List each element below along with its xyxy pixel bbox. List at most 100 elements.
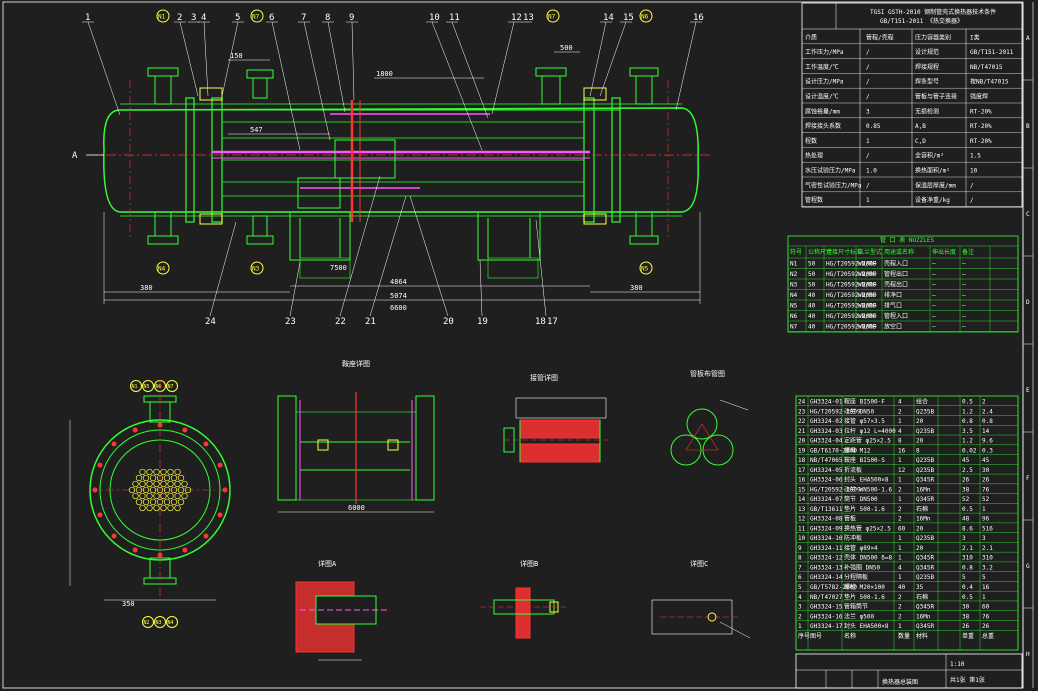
tube-hole [149,486,157,494]
detail-title: 鞍座详图 [342,359,370,368]
nozzle-table-cell: N7 [790,324,798,331]
parts-list-cell: 76 [982,486,990,493]
title-block-key: 焊接规程 [915,63,939,71]
parts-list-cell: 26 [982,477,990,484]
bolt-hole [111,533,117,539]
parts-list-cell: 2 [982,399,986,406]
parts-list-cell: 19 [798,447,806,454]
parts-list-cell: 组合 [916,398,928,406]
title-block-value: / [866,153,870,160]
parts-list-cell: 7 [798,564,802,571]
parts-list-cell: 1 [982,594,986,601]
parts-list-cell: GH3324-12 [810,555,843,562]
tube-hole [177,486,185,494]
nozzle-table-cell: 排净口 [884,291,902,299]
parts-list-cell: 13 [798,506,806,513]
nozzle-table-cell: 管程入口 [884,312,908,320]
parts-list-cell: 管板 [844,515,856,523]
nozzle-table-header: 法兰型式 [858,248,882,256]
parts-list-cell: 76 [982,613,990,620]
parts-list-cell: 分程隔板 [844,573,868,581]
main-elevation-view [86,21,712,317]
parts-list-cell: 16Mn [916,516,931,523]
detail-a-view [295,581,390,661]
nozzle-table-header: 伸出长度 [932,248,956,256]
detail-title: 接管详图 [530,373,558,382]
nozzle-table-cell: N5 [790,303,798,310]
parts-list-cell: 516 [982,525,993,532]
nozzle-table-cell: 50 [808,261,816,268]
parts-list-cell: 2.5 [962,467,973,474]
nozzle-tag-text: N7 [548,14,556,21]
tube-hole [153,492,160,500]
frame-zone-letter: F [1026,475,1030,482]
bolt-hole [157,552,163,558]
parts-list-cell: 1 [898,623,902,630]
tube-hole [139,468,146,476]
title-block-value: / [970,182,974,189]
part-number-callout: 14 [603,13,614,23]
parts-list-cell: 石棉 [916,593,928,601]
parts-list-cell: 4 [898,428,902,435]
parts-list-cell: GH3324-05 [810,467,843,474]
title-block-key: 管板与管子连接 [915,93,957,101]
parts-list-cell: 防冲板 [844,534,862,542]
parts-list-cell: Q345R [916,604,934,611]
parts-list-cell: 折流板 [844,466,862,474]
title-block-value: 10 [970,168,978,175]
nozzle-tag [250,9,264,23]
dim-text: 7500 [330,264,347,272]
dim-text: 6600 [390,304,407,312]
parts-list-cell: HG/T20592-2009 [810,486,861,493]
title-block-key: 压力容器类别 [915,33,951,41]
tube-hole [163,498,171,506]
parts-list-cell: 16 [898,447,906,454]
inlet-label: A [72,151,78,161]
title-block-key: 焊条型号 [915,78,939,86]
nozzle-table-cell: — [932,324,936,331]
nozzle-table-header: 用途或名称 [884,248,914,256]
nozzle-table-cell: — [932,292,936,299]
parts-list-cell: 16 [982,584,990,591]
parts-list-cell: Q235B [916,574,934,581]
parts-list-cell: 接管 φ89×4 [844,544,878,552]
nozzle-tag [166,616,178,628]
parts-list-header: 数量 [898,632,910,640]
tube-hole [142,498,150,506]
parts-list-cell: 3 [798,604,802,611]
bolt-hole [97,462,103,468]
tube-hole [146,468,153,476]
title-block-value: / [866,94,870,101]
tube-hole [160,468,167,476]
nozzle-tag-text: N7 [252,14,260,21]
nozzle-tag-text: N4 [168,620,174,626]
tube-hole [160,492,167,500]
part-number-callout: 24 [205,317,216,327]
tube-hole [135,498,143,506]
parts-list-cell: 45 [982,457,990,464]
dim-text: 150 [230,52,243,60]
title-block-key: 无损检测 [915,107,939,115]
frame-zone-letter: D [1026,299,1030,306]
parts-list-cell: 12 [798,516,806,523]
parts-list-cell: 38 [962,613,970,620]
parts-list-cell: 20 [916,545,924,552]
parts-list-cell: GH3324-15 [810,604,843,611]
tube-hole [139,504,146,512]
parts-list-cell: 3.2 [982,564,993,571]
parts-list-cell: 2 [898,506,902,513]
nozzle-table-cell: HG/T20592-2009 [826,261,877,268]
tube-hole [156,486,164,494]
tube-hole [170,486,178,494]
parts-list-cell: 16Mn [916,486,931,493]
title-block-key: A,B [915,123,926,130]
tube-hole [177,474,185,482]
nozzle-tag [154,616,166,628]
parts-list-cell: 20 [798,438,806,445]
parts-list-cell: 4 [898,564,902,571]
nozzle-table-cell: — [932,282,936,289]
nozzle-table-cell: — [962,313,966,320]
tube-hole [153,468,160,476]
parts-list-cell: NB/T47065 [810,457,843,464]
